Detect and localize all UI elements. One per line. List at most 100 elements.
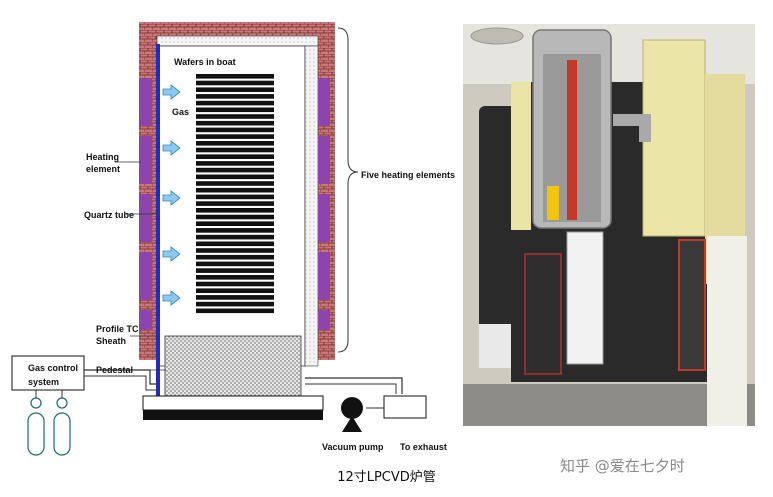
wafer (196, 161, 274, 166)
wafer (196, 114, 274, 119)
lower-left-red-panel (524, 253, 562, 375)
arrow-right-icon (162, 290, 181, 306)
furnace-red-element (567, 60, 577, 220)
vacuum-pump-icon (341, 397, 363, 432)
gas-control-label-line1: Gas control (28, 363, 78, 373)
exhaust-line (305, 377, 403, 394)
heating-elements-brace (337, 27, 359, 353)
heating-element-left-1 (139, 78, 152, 126)
wafer (196, 174, 274, 180)
photo-floor (463, 384, 755, 426)
quartz-tube-line (156, 44, 160, 396)
wafer (196, 254, 274, 260)
heating-element-right-2 (318, 136, 330, 184)
arrow-right-icon (162, 246, 181, 262)
heating-element-left-3 (139, 194, 152, 242)
wafer (196, 241, 274, 247)
wafer (196, 94, 274, 99)
exhaust-pipe (613, 114, 651, 142)
wafer (196, 74, 274, 79)
furnace-base-bar (143, 410, 323, 420)
gas-supply-line (84, 369, 157, 385)
gas-arrows (162, 84, 181, 306)
wafer (196, 87, 274, 92)
wafer (196, 141, 274, 146)
wafer (196, 127, 274, 133)
wafer (196, 147, 274, 153)
arrow-right-icon (162, 190, 181, 206)
left-cabinet (479, 106, 519, 368)
furnace-chamber (156, 45, 306, 367)
yellow-panel-left (511, 82, 531, 230)
furnace-inner-top (156, 35, 319, 47)
gas-cylinder-icon (53, 390, 71, 456)
red-panel (678, 239, 706, 371)
gas-cylinder-icon (27, 390, 45, 456)
heating-element-right-3 (318, 194, 330, 242)
wafer (196, 201, 274, 206)
gas-supply-line-2 (84, 375, 157, 391)
label-quartz-tube: Quartz tube (84, 210, 134, 220)
heating-element-right-1 (318, 78, 330, 126)
warning-sign (547, 186, 559, 220)
wafer (196, 194, 274, 200)
label-gas: Gas (172, 107, 189, 117)
wafer (196, 100, 274, 106)
wafer (196, 120, 274, 126)
wafer (196, 301, 274, 307)
figure-caption: 12寸LPCVD炉管 (337, 470, 436, 485)
label-to-exhaust: To exhaust (400, 442, 447, 452)
label-wafers-in-boat: Wafers in boat (174, 57, 236, 67)
exhaust-valve (383, 395, 427, 419)
ceiling-vent (470, 27, 524, 45)
wafer (196, 134, 274, 139)
wafer (196, 234, 274, 240)
wafer (196, 308, 274, 314)
heating-elements (139, 78, 330, 330)
heating-element-left-5 (139, 310, 152, 330)
label-vacuum-pump: Vacuum pump (322, 442, 384, 452)
wafer-stack (196, 74, 274, 314)
arrow-right-icon (162, 84, 181, 100)
wafer (196, 208, 274, 213)
wafer (196, 281, 274, 287)
furnace-right-inner (304, 45, 319, 367)
right-white-panel (707, 236, 747, 426)
wafer (196, 275, 274, 280)
heating-element-right-4 (318, 252, 330, 300)
wafer (196, 268, 274, 273)
gas-control-label-line2: system (28, 377, 59, 387)
label-heating-element-2: element (86, 164, 120, 174)
gas-control-box (11, 355, 85, 391)
heating-element-right-5 (318, 310, 330, 330)
label-five-heating-elements: Five heating elements (361, 170, 455, 180)
label-heating-element-1: Heating (86, 152, 119, 162)
heating-element-left-2 (139, 136, 152, 184)
wafer (196, 221, 274, 226)
wafer (196, 154, 274, 159)
furnace-base-plate (142, 395, 324, 411)
wafer (196, 288, 274, 293)
wafer (196, 214, 274, 220)
heating-element-left-4 (139, 252, 152, 300)
furnace-housing (139, 22, 335, 367)
watermark: 知乎 @爱在七夕时 (560, 457, 685, 475)
furnace-equipment-photo (463, 24, 755, 426)
wafer (196, 228, 274, 233)
wafer (196, 187, 274, 193)
wafer (196, 295, 274, 300)
label-profile-tc-2: Sheath (96, 336, 126, 346)
wafer (196, 80, 274, 86)
label-pedestal: Pedestal (96, 365, 133, 375)
wafer (196, 261, 274, 267)
wafer (196, 181, 274, 186)
wafer (196, 107, 274, 113)
yellow-panel-right (642, 39, 706, 237)
arrow-right-icon (162, 140, 181, 156)
pedestal (164, 335, 302, 397)
wafer (196, 167, 274, 173)
label-profile-tc-1: Profile TC (96, 324, 139, 334)
exhaust-line-2 (305, 383, 397, 394)
wafer (196, 248, 274, 253)
